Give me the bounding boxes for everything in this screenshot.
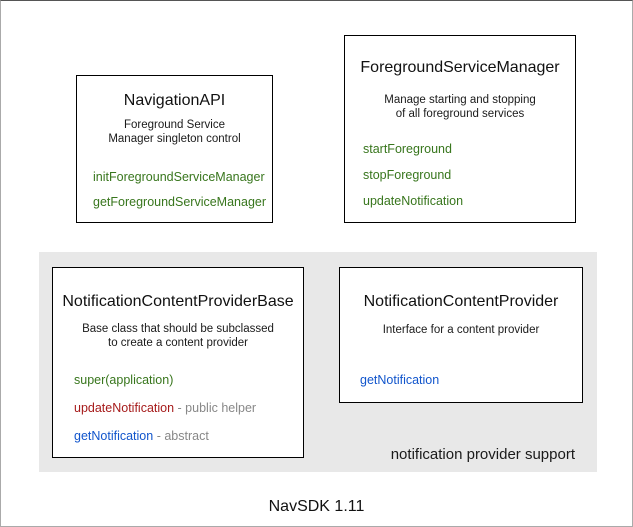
method-note: - abstract (153, 429, 209, 443)
description-line: Base class that should be subclassed (82, 323, 274, 335)
diagram-caption: NavSDK 1.11 (268, 498, 365, 515)
class-title-foreground-service-manager: ForegroundServiceManager (360, 59, 560, 76)
description-line: Interface for a content provider (382, 324, 540, 336)
method-list: getNotification (340, 373, 582, 388)
method-get-foreground-service-manager: getForegroundServiceManager (93, 195, 267, 209)
description-line: of all foreground services (395, 108, 525, 120)
method-get-notification: getNotification - abstract (74, 429, 303, 444)
description-line: Foreground Service (124, 119, 225, 131)
class-box-notification-content-provider-base: NotificationContentProviderBase Base cla… (52, 267, 304, 458)
method-list: initForegroundServiceManager getForegrou… (77, 170, 272, 210)
description-line: Manage starting and stopping (384, 94, 536, 106)
class-title-notification-content-provider: NotificationContentProvider (363, 293, 559, 310)
method-update-notification: updateNotification - public helper (74, 401, 303, 416)
class-description-notification-content-provider-base: Base class that should be subclassed to … (53, 322, 303, 350)
method-list: startForeground stopForeground updateNot… (345, 142, 575, 209)
method-super-application: super(application) (74, 373, 303, 388)
method-update-notification: updateNotification (363, 194, 464, 208)
class-box-notification-content-provider: NotificationContentProvider Interface fo… (339, 267, 583, 403)
class-title-navigation-api: NavigationAPI (123, 92, 226, 109)
method-name: getNotification (74, 429, 154, 443)
method-name: super(application) (74, 373, 174, 387)
method-init-foreground-service-manager: initForegroundServiceManager (93, 170, 265, 184)
class-description-notification-content-provider: Interface for a content provider (340, 323, 582, 337)
description-line: to create a content provider (108, 337, 248, 349)
class-description-navigation-api: Foreground Service Manager singleton con… (77, 118, 272, 146)
class-title-notification-content-provider-base: NotificationContentProviderBase (62, 293, 294, 310)
method-stop-foreground: stopForeground (363, 168, 452, 182)
method-name: updateNotification (74, 401, 175, 415)
method-start-foreground: startForeground (363, 142, 452, 156)
class-box-navigation-api: NavigationAPI Foreground Service Manager… (76, 75, 273, 223)
support-panel-label: notification provider support (390, 446, 575, 463)
class-box-foreground-service-manager: ForegroundServiceManager Manage starting… (344, 35, 576, 223)
method-list: super(application) updateNotification - … (53, 373, 303, 444)
description-line: Manager singleton control (108, 133, 241, 145)
class-description-foreground-service-manager: Manage starting and stopping of all fore… (345, 93, 575, 121)
method-note: - public helper (174, 401, 257, 415)
method-get-notification: getNotification (360, 373, 440, 387)
